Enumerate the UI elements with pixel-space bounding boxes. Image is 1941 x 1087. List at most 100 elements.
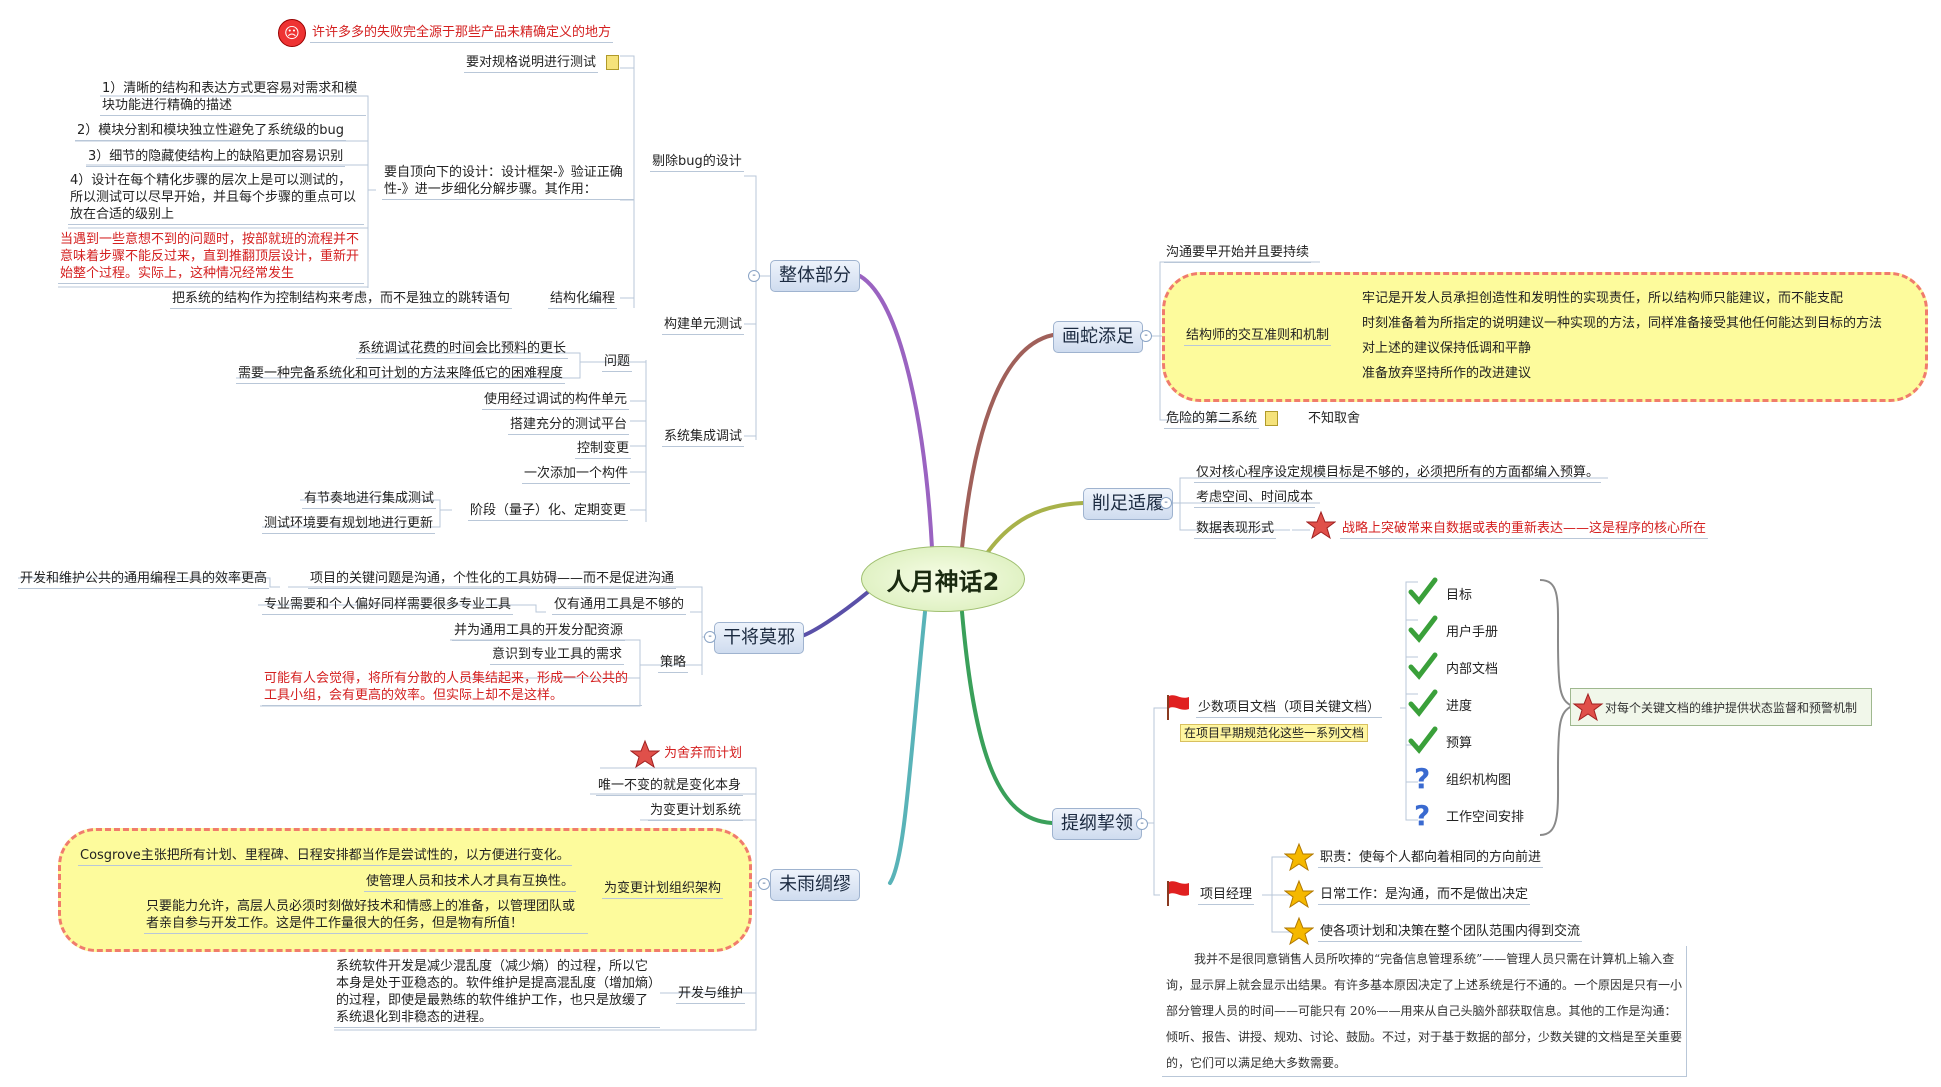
center-topic[interactable]: 人月神话2 <box>861 546 1025 612</box>
doc-item-4[interactable]: 进度 <box>1446 699 1473 714</box>
doc-item-5[interactable]: 预算 <box>1446 736 1473 751</box>
check-icon <box>1408 726 1438 754</box>
maint-node[interactable]: 开发与维护 <box>676 985 746 1004</box>
second-system-node[interactable]: 危险的第二系统 <box>1164 410 1260 429</box>
point-2[interactable]: 2）模块分割和模块独立性避免了系统级的bug <box>75 122 347 141</box>
second-system-child[interactable]: 不知取舍 <box>1308 411 1361 426</box>
plan-discard-text[interactable]: 为舍弃而计划 <box>664 746 743 761</box>
topic-xuezu[interactable]: 削足适履 <box>1083 488 1173 520</box>
strategy-node[interactable]: 策略 <box>658 654 689 673</box>
collapse-toggle[interactable]: - <box>704 631 716 643</box>
plan-org-node[interactable]: 为变更计划组织架构 <box>602 880 724 899</box>
management-note[interactable]: 我并不是很同意销售人员所吹捧的“完备信息管理系统”——管理人员只需在计算机上输入… <box>1162 946 1687 1077</box>
phase-1[interactable]: 有节奏地进行集成测试 <box>302 490 437 509</box>
collapse-toggle[interactable]: - <box>1160 497 1172 509</box>
point-3[interactable]: 3）细节的隐藏使结构上的缺陷更加容易识别 <box>86 148 346 167</box>
org-item-2[interactable]: 使管理人员和技术人才具有互换性。 <box>364 873 577 892</box>
not-enough-left[interactable]: 专业需要和个人偏好同样需要很多专业工具 <box>262 596 514 615</box>
strategy-note[interactable]: 可能有人会觉得，将所有分散的人员集结起来，形成一个公共的工具小组，会有更高的效率… <box>262 670 642 706</box>
space-time-node[interactable]: 考虑空间、时间成本 <box>1194 489 1316 508</box>
collapse-toggle[interactable]: - <box>1140 330 1152 342</box>
org-item-1[interactable]: Cosgrove主张把所有计划、里程碑、日程安排都当作是尝试性的，以方便进行变化… <box>78 847 572 866</box>
integration-node[interactable]: 系统集成调试 <box>662 428 745 447</box>
question-icon: ? <box>1414 762 1431 795</box>
rule-4[interactable]: 准备放弃坚持所作的改进建议 <box>1362 366 1532 381</box>
structured-desc[interactable]: 把系统的结构作为控制结构来考虑，而不是独立的跳转语句 <box>170 290 513 309</box>
phase-node[interactable]: 阶段（量子）化、定期变更 <box>468 502 629 521</box>
phase-2[interactable]: 测试环境要有规划地进行更新 <box>262 515 436 534</box>
note-text: 我并不是很同意销售人员所吹捧的“完备信息管理系统”——管理人员只需在计算机上输入… <box>1166 952 1683 1070</box>
point-1[interactable]: 1）清晰的结构和表达方式更容易对需求和模块功能进行精确的描述 <box>100 80 366 116</box>
doc-item-1[interactable]: 目标 <box>1446 588 1473 603</box>
problem-node[interactable]: 问题 <box>602 353 633 372</box>
doc-item-3[interactable]: 内部文档 <box>1446 662 1499 677</box>
key-problem-left[interactable]: 开发和维护公共的通用编程工具的效率更高 <box>18 570 270 589</box>
topic-tigang[interactable]: 提纲挈领 <box>1052 808 1142 840</box>
question-icon: ? <box>1414 799 1431 832</box>
angry-face-icon: ☹ <box>278 19 306 47</box>
unit-test-node[interactable]: 构建单元测试 <box>662 316 745 335</box>
problem-1[interactable]: 系统调试花费的时间会比预料的更长 <box>356 340 569 359</box>
topdown-node[interactable]: 要自顶向下的设计：设计框架-》验证正确性-》进一步细化分解步骤。其作用： <box>382 164 634 200</box>
topic-huashe[interactable]: 画蛇添足 <box>1053 321 1143 353</box>
pm-node[interactable]: 项目经理 <box>1198 886 1255 905</box>
budget-node[interactable]: 仅对核心程序设定规模目标是不够的，必须把所有的方面都编入预算。 <box>1194 464 1602 483</box>
step-1[interactable]: 使用经过调试的构件单元 <box>482 391 630 410</box>
rule-3[interactable]: 对上述的建议保持低调和平静 <box>1362 341 1532 356</box>
data-core-text[interactable]: 战略上突破常来自数据或表的重新表达——这是程序的核心所在 <box>1340 520 1709 539</box>
gold-star-icon <box>1284 879 1314 909</box>
only-change-node[interactable]: 唯一不变的就是变化本身 <box>596 777 744 796</box>
remove-bug-node[interactable]: 剔除bug的设计 <box>650 153 744 172</box>
step-3[interactable]: 控制变更 <box>575 440 632 459</box>
pm-item-3[interactable]: 使各项计划和决策在整个团队范围内得到交流 <box>1318 923 1583 942</box>
collapse-toggle[interactable]: - <box>1136 818 1148 830</box>
doc-item-2[interactable]: 用户手册 <box>1446 625 1499 640</box>
topic-weiyu[interactable]: 未雨绸缪 <box>770 869 860 901</box>
doc-item-6[interactable]: 组织机构图 <box>1446 773 1512 788</box>
strategy-1[interactable]: 并为通用工具的开发分配资源 <box>452 622 626 641</box>
note-icon[interactable] <box>1265 411 1278 426</box>
key-problem-node[interactable]: 项目的关键问题是沟通，个性化的工具妨碍——而不是促进沟通 <box>308 570 677 589</box>
point-4[interactable]: 4）设计在每个精化步骤的层次上是可以测试的，所以测试可以尽早开始，并且每个步骤的… <box>68 172 364 225</box>
doc-summary-text: 对每个关键文档的维护提供状态监督和预警机制 <box>1605 700 1858 715</box>
collapse-toggle[interactable]: - <box>748 270 760 282</box>
strategy-2[interactable]: 意识到专业工具的需求 <box>490 646 625 665</box>
docs-node[interactable]: 少数项目文档（项目关键文档） <box>1196 699 1383 718</box>
red-star-icon <box>630 739 660 769</box>
gold-star-icon <box>1284 916 1314 946</box>
rule-1[interactable]: 牢记是开发人员承担创造性和发明性的实现责任，所以结构师只能建议，而不能支配 <box>1362 291 1844 306</box>
topic-zhengti[interactable]: 整体部分 <box>770 260 860 292</box>
note-icon[interactable] <box>606 55 619 70</box>
red-flag-icon <box>1167 881 1189 906</box>
collapse-toggle[interactable]: - <box>758 878 770 890</box>
spec-test-node[interactable]: 要对规格说明进行测试 <box>464 54 599 73</box>
structured-node[interactable]: 结构化编程 <box>548 290 618 309</box>
arch-mech-node[interactable]: 结构师的交互准则和机制 <box>1184 327 1332 346</box>
red-flag-icon <box>1167 695 1189 720</box>
step-4[interactable]: 一次添加一个构件 <box>522 465 631 484</box>
doc-summary-box[interactable]: 对每个关键文档的维护提供状态监督和预警机制 <box>1570 688 1872 726</box>
problem-2[interactable]: 需要一种完备系统化和可计划的方法来降低它的困难程度 <box>236 365 566 384</box>
check-icon <box>1408 689 1438 717</box>
data-rep-node[interactable]: 数据表现形式 <box>1194 520 1277 539</box>
step-2[interactable]: 搭建充分的测试平台 <box>508 416 630 435</box>
doc-item-7[interactable]: 工作空间安排 <box>1446 810 1525 825</box>
red-star-icon <box>1306 510 1336 540</box>
pm-item-2[interactable]: 日常工作：是沟通，而不是做出决定 <box>1318 886 1531 905</box>
brace <box>1539 579 1575 836</box>
rule-2[interactable]: 时刻准备着为所指定的说明建议一种实现的方法，同样准备接受其他任何能达到目标的方法 <box>1362 316 1883 331</box>
rules-cloud <box>1162 272 1928 402</box>
topic-ganjiang[interactable]: 干将莫邪 <box>714 622 804 654</box>
check-icon <box>1408 577 1438 605</box>
org-item-3[interactable]: 只要能力允许，高层人员必须时刻做好技术和情感上的准备，以管理团队或者亲自参与开发… <box>144 898 588 934</box>
check-icon <box>1408 615 1438 643</box>
comm-node[interactable]: 沟通要早开始并且要持续 <box>1164 244 1312 263</box>
plan-system-node[interactable]: 为变更计划系统 <box>648 802 744 821</box>
pm-item-1[interactable]: 职责：使每个人都向着相同的方向前进 <box>1318 849 1544 868</box>
caution-text[interactable]: 当遇到一些意想不到的问题时，按部就班的流程并不意味着步骤不能反过来，直到推翻顶层… <box>58 231 364 284</box>
check-icon <box>1408 652 1438 680</box>
not-enough-node[interactable]: 仅有通用工具是不够的 <box>552 596 687 615</box>
maint-desc[interactable]: 系统软件开发是减少混乱度（减少熵）的过程，所以它本身是处于亚稳态的。软件维护是提… <box>334 958 660 1028</box>
gold-star-icon <box>1284 842 1314 872</box>
docs-tag: 在项目早期规范化这些一系列文档 <box>1180 724 1369 742</box>
